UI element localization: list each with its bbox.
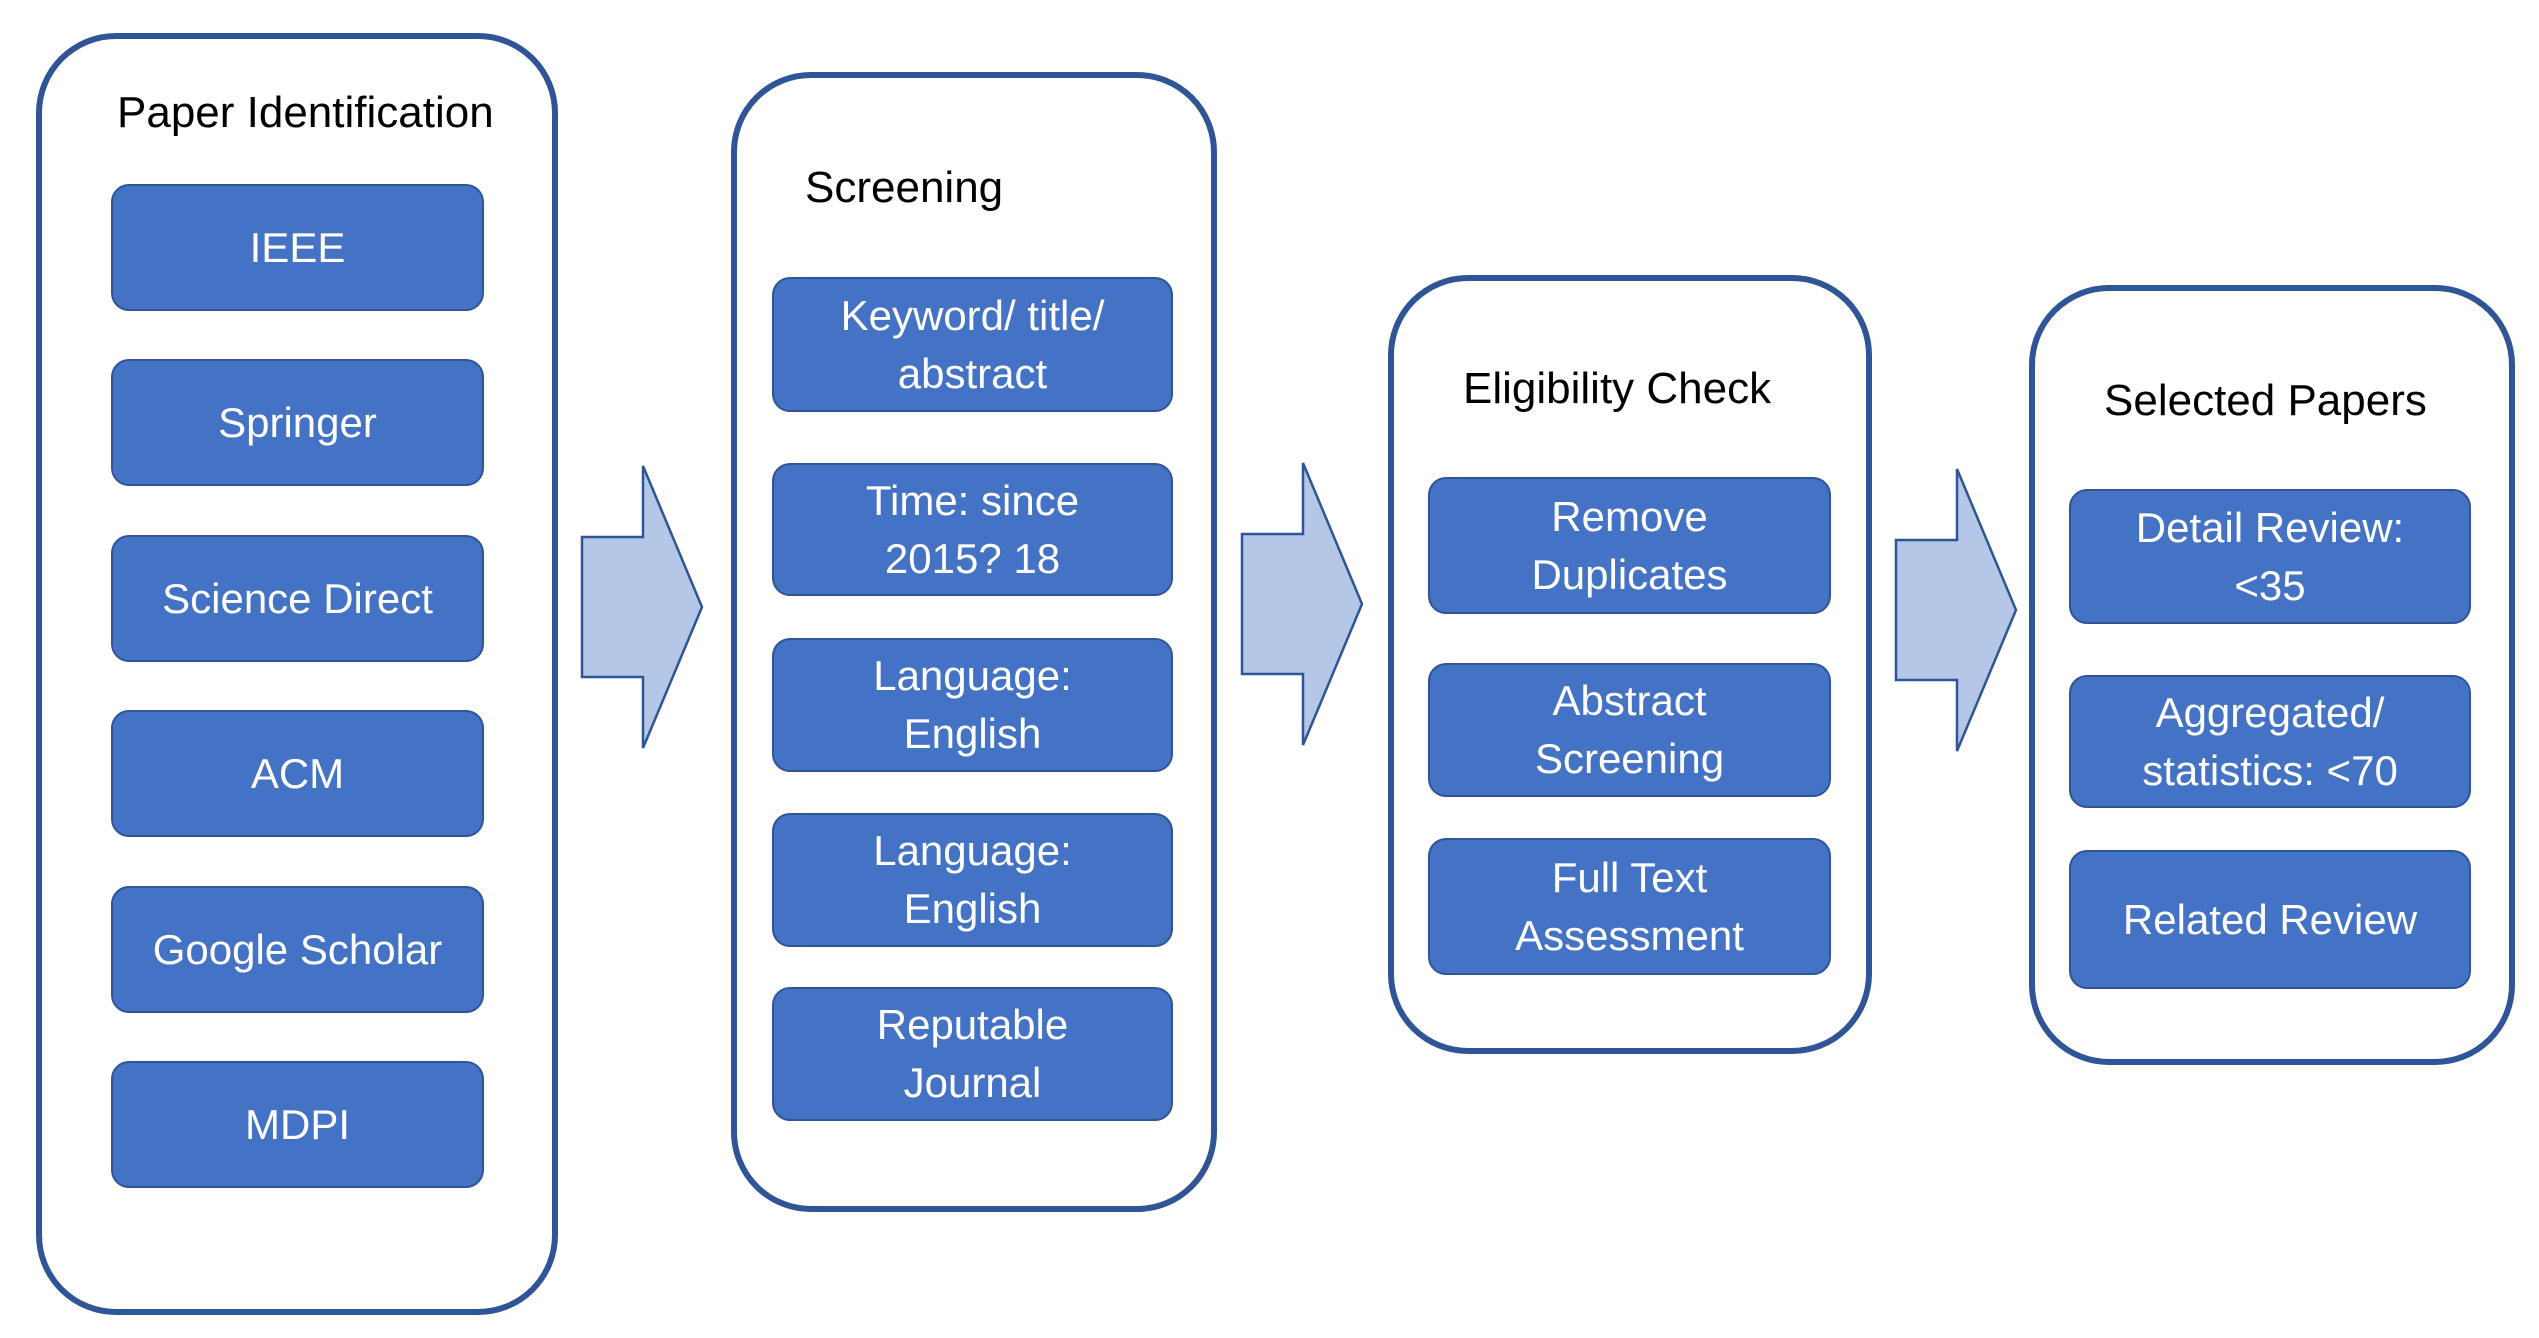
stage-title-paper-identification: Paper Identification xyxy=(117,88,494,137)
criterion-keyword-title-abstract: Keyword/ title/ abstract xyxy=(772,277,1173,412)
source-ieee: IEEE xyxy=(111,184,484,311)
stage-title-eligibility-check: Eligibility Check xyxy=(1463,364,1772,413)
criterion-language-1: Language: English xyxy=(772,638,1173,772)
selected-aggregated-statistics: Aggregated/ statistics: <70 xyxy=(2069,675,2471,808)
stage-title-selected-papers: Selected Papers xyxy=(2104,376,2427,425)
source-science-direct: Science Direct xyxy=(111,535,484,662)
check-abstract-screening: Abstract Screening xyxy=(1428,663,1831,797)
source-springer: Springer xyxy=(111,359,484,486)
flow-arrow-1 xyxy=(580,465,704,749)
criterion-reputable-journal: Reputable Journal xyxy=(772,987,1173,1121)
check-full-text-assessment: Full Text Assessment xyxy=(1428,838,1831,975)
check-remove-duplicates: Remove Duplicates xyxy=(1428,477,1831,614)
criterion-language-2: Language: English xyxy=(772,813,1173,947)
selected-detail-review: Detail Review: <35 xyxy=(2069,489,2471,624)
flow-arrow-2 xyxy=(1240,462,1364,746)
criterion-time: Time: since 2015? 18 xyxy=(772,463,1173,596)
source-google-scholar: Google Scholar xyxy=(111,886,484,1013)
stage-title-screening: Screening xyxy=(805,163,1004,212)
source-acm: ACM xyxy=(111,710,484,837)
flow-arrow-3 xyxy=(1894,468,2018,752)
source-mdpi: MDPI xyxy=(111,1061,484,1188)
selected-related-review: Related Review xyxy=(2069,850,2471,989)
